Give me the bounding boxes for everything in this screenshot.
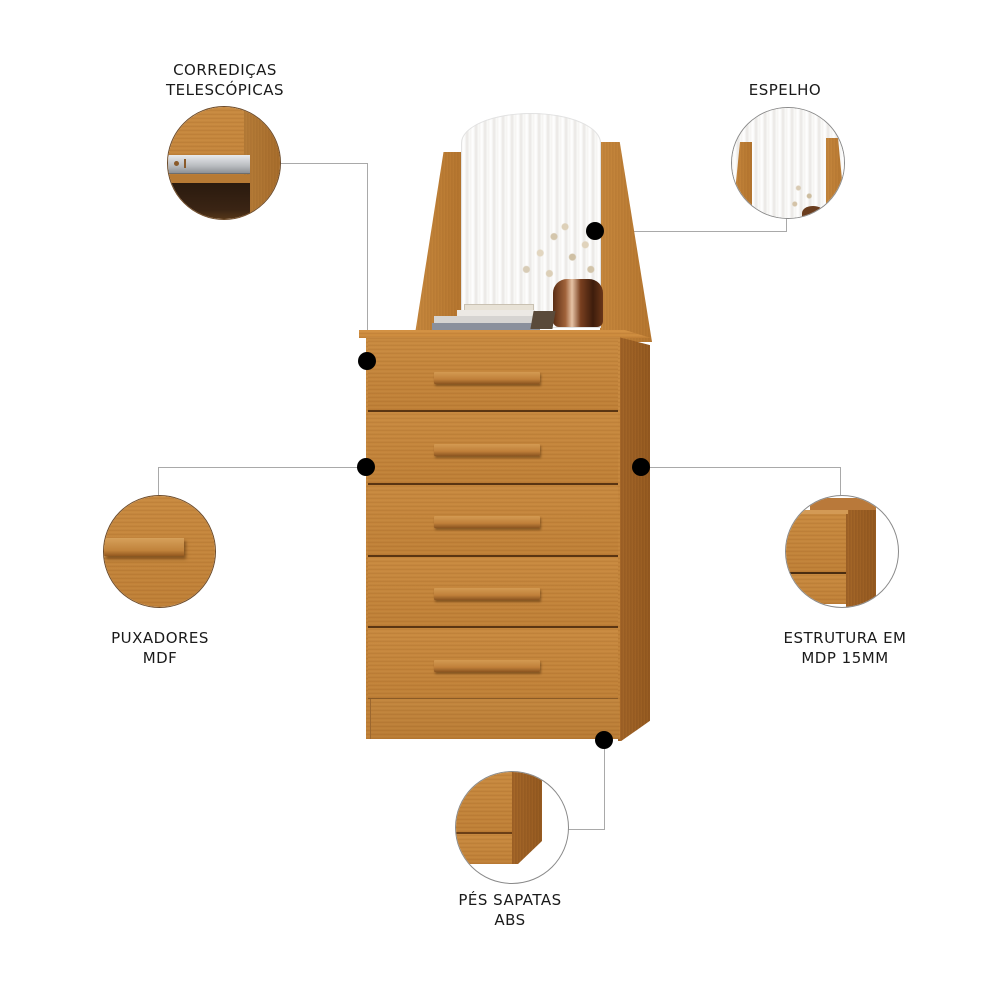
hotspot-dot-espelho[interactable] (586, 222, 604, 240)
drawer-1-handle[interactable] (434, 372, 540, 384)
hotspot-dot-corredicas[interactable] (358, 352, 376, 370)
leader-line-puxadores-h (158, 467, 366, 468)
decor-book-top (464, 304, 534, 311)
drawer-3[interactable] (368, 486, 618, 557)
chest-front-frame (366, 337, 620, 739)
detail-circle-espelho (731, 107, 845, 219)
leader-line-corredicas-v (367, 163, 368, 358)
label-estrutura: ESTRUTURA EM MDP 15MM (770, 628, 920, 668)
label-puxadores-line2: MDF (142, 649, 178, 667)
leader-line-puxadores-v (158, 467, 159, 495)
detail-circle-puxadores (103, 495, 216, 608)
mirror-right-upright (600, 142, 652, 342)
leader-line-espelho-v (786, 218, 787, 232)
drawer-2-handle[interactable] (434, 444, 540, 456)
mirror-glass (461, 113, 601, 328)
leader-line-espelho-h (595, 231, 787, 232)
label-estrutura-line1: ESTRUTURA EM (783, 629, 907, 647)
drawer-4[interactable] (368, 558, 618, 628)
hotspot-dot-puxadores[interactable] (357, 458, 375, 476)
decor-book-2 (434, 316, 536, 324)
label-corredicas: CORREDIÇAS TELESCÓPICAS (150, 60, 300, 100)
label-puxadores-line1: PUXADORES (111, 629, 209, 647)
leader-line-pes-h (568, 829, 605, 830)
label-espelho-line1: ESPELHO (748, 81, 822, 99)
chest-plinth (370, 699, 619, 739)
decor-vase (553, 279, 603, 327)
label-corredicas-line1: CORREDIÇAS (173, 61, 277, 79)
mirror-left-upright (415, 152, 461, 334)
drawer-3-handle[interactable] (434, 516, 540, 528)
leader-line-corredicas-h (280, 163, 368, 164)
label-pes-line1: PÉS SAPATAS (458, 891, 562, 909)
leader-line-estrutura-v (840, 467, 841, 495)
drawer-1[interactable] (368, 340, 618, 412)
chest-top-board (359, 330, 651, 338)
label-puxadores: PUXADORES MDF (95, 628, 225, 668)
decor-book-1 (457, 310, 535, 317)
label-estrutura-line2: MDP 15MM (801, 649, 889, 667)
drawer-5[interactable] (368, 629, 618, 699)
hotspot-dot-pes[interactable] (595, 731, 613, 749)
detail-circle-estrutura (785, 495, 899, 608)
drawer-4-handle[interactable] (434, 588, 540, 600)
drawer-2[interactable] (368, 413, 618, 485)
label-pes: PÉS SAPATAS ABS (440, 890, 580, 930)
leader-line-estrutura-h (640, 467, 840, 468)
label-corredicas-line2: TELESCÓPICAS (165, 81, 284, 99)
decor-book-dark (530, 311, 556, 329)
label-espelho: ESPELHO (735, 80, 835, 100)
detail-circle-corredicas (167, 106, 281, 220)
detail-circle-pes (455, 771, 569, 884)
drawer-5-handle[interactable] (434, 660, 540, 672)
label-pes-line2: ABS (494, 911, 526, 929)
leader-line-pes-v (604, 740, 605, 830)
hotspot-dot-estrutura[interactable] (632, 458, 650, 476)
chest-side-panel (618, 337, 650, 741)
decor-book-3 (432, 323, 540, 331)
decor-plant (508, 212, 600, 294)
